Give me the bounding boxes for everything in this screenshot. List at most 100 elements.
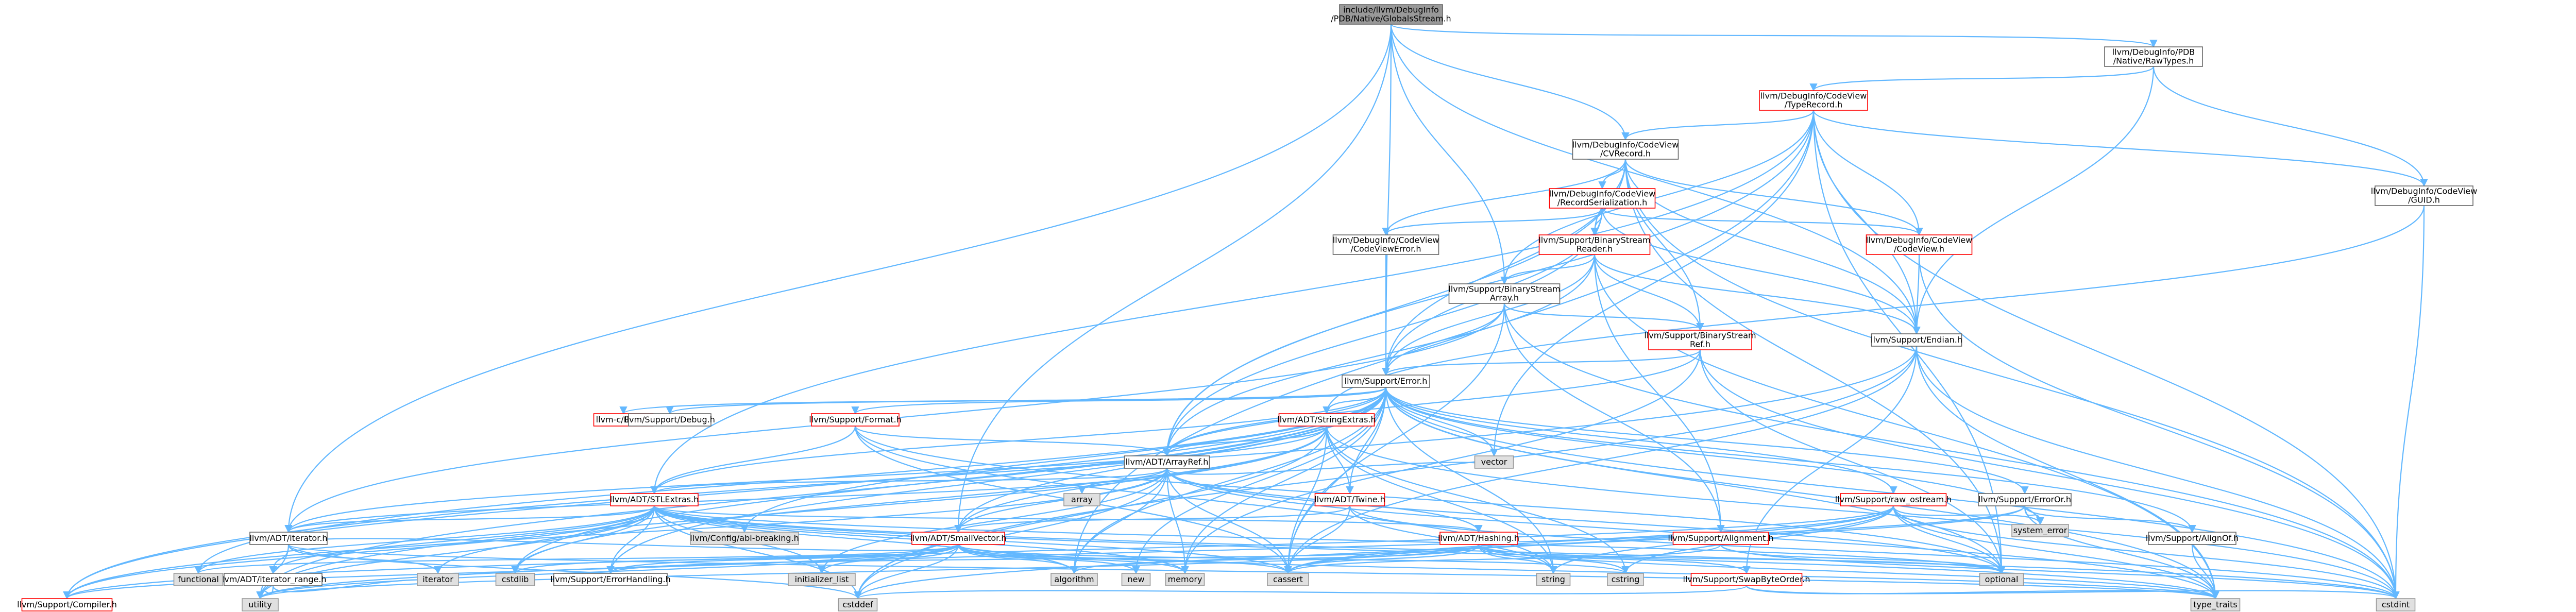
node-label-stlextras: llvm/ADT/STLExtras.h bbox=[610, 495, 699, 504]
node-configbreak[interactable]: llvm/Config/abi-breaking.h bbox=[690, 532, 799, 545]
node-box-bsref bbox=[1648, 330, 1752, 350]
node-typetraits[interactable]: type_traits bbox=[2190, 598, 2241, 611]
node-box-utility bbox=[242, 598, 279, 611]
edge-swapbyteorder-to-typetraits bbox=[1745, 585, 2219, 600]
node-format[interactable]: llvm/Support/Format.h bbox=[809, 413, 902, 427]
edge-root-to-cvrecord bbox=[1390, 24, 1630, 141]
node-erroror[interactable]: llvm/Support/ErrorOr.h bbox=[1978, 493, 2072, 506]
node-array[interactable]: array bbox=[1063, 493, 1100, 506]
node-hashing[interactable]: llvm/ADT/Hashing.h bbox=[1438, 532, 1519, 545]
node-itstd[interactable]: iterator bbox=[417, 573, 459, 586]
node-debug[interactable]: llvm/Support/Debug.h bbox=[624, 413, 715, 427]
node-utility[interactable]: utility bbox=[242, 598, 279, 611]
edge-bsreader-to-endian bbox=[1594, 254, 1921, 335]
node-guid[interactable]: llvm/DebugInfo/CodeView/GUID.h bbox=[2371, 185, 2478, 206]
node-iterrange[interactable]: llvm/ADT/iterator_range.h bbox=[219, 573, 327, 586]
node-memory[interactable]: memory bbox=[1165, 573, 1205, 586]
node-label-cassert: cassert bbox=[1273, 574, 1303, 584]
node-label-hashing: llvm/ADT/Hashing.h bbox=[1438, 533, 1519, 543]
edge-root-to-pdbrawtypes bbox=[1390, 24, 2158, 48]
edge-format-to-arrayref bbox=[854, 426, 1171, 457]
node-optional[interactable]: optional bbox=[1979, 573, 2024, 586]
edge-bsref-to-optional bbox=[1699, 349, 2006, 574]
node-rawostream[interactable]: llvm/Support/raw_ostream.h bbox=[1835, 493, 1952, 506]
node-initlist[interactable]: initializer_list bbox=[788, 573, 856, 586]
edge-root-to-iterator bbox=[284, 24, 1392, 533]
edge-error-to-rawostream bbox=[1385, 387, 1897, 495]
node-label-format: llvm/Support/Format.h bbox=[809, 415, 902, 424]
node-functional[interactable]: functional bbox=[173, 573, 224, 586]
edge-arrayref-to-cstddef bbox=[854, 468, 1168, 600]
node-systemerror[interactable]: system_error bbox=[2011, 524, 2069, 537]
node-errhandling[interactable]: llvm/Support/ErrorHandling.h bbox=[550, 573, 671, 586]
node-label-bsarray: Array.h bbox=[1490, 293, 1519, 303]
node-label-swapbyteorder: llvm/Support/SwapByteOrder.h bbox=[1683, 574, 1810, 584]
node-recser[interactable]: llvm/DebugInfo/CodeView/RecordSerializat… bbox=[1549, 188, 1656, 209]
node-label-alignof: llvm/Support/AlignOf.h bbox=[2146, 533, 2239, 543]
node-label-recser: /RecordSerialization.h bbox=[1557, 198, 1647, 208]
node-smallvector[interactable]: llvm/ADT/SmallVector.h bbox=[910, 532, 1007, 545]
node-label-pdbrawtypes: llvm/DebugInfo/PDB bbox=[2112, 47, 2195, 57]
node-cvinfo[interactable]: llvm/DebugInfo/CodeView/CodeView.h bbox=[1866, 234, 1973, 255]
node-iterator[interactable]: llvm/ADT/iterator.h bbox=[249, 532, 328, 545]
node-box-cstdint bbox=[2376, 598, 2416, 611]
node-typerecord[interactable]: llvm/DebugInfo/CodeView/TypeRecord.h bbox=[1759, 90, 1868, 111]
node-cverror[interactable]: llvm/DebugInfo/CodeView/CodeViewError.h bbox=[1332, 234, 1439, 255]
node-label-root: include/llvm/DebugInfo bbox=[1343, 5, 1439, 15]
node-root[interactable]: include/llvm/DebugInfo/PDB/Native/Global… bbox=[1331, 4, 1451, 25]
node-compiler[interactable]: llvm/Support/Compiler.h bbox=[17, 598, 117, 611]
edge-pdbrawtypes-to-typerecord bbox=[1809, 66, 2155, 92]
node-vector[interactable]: vector bbox=[1474, 455, 1514, 469]
node-alignment[interactable]: llvm/Support/Alignment.h bbox=[1668, 532, 1774, 545]
node-cstdlib[interactable]: cstdlib bbox=[495, 573, 535, 586]
node-cstring[interactable]: cstring bbox=[1607, 573, 1644, 586]
node-box-functional bbox=[173, 573, 224, 586]
node-label-twine: llvm/ADT/Twine.h bbox=[1314, 495, 1385, 504]
node-pdbrawtypes[interactable]: llvm/DebugInfo/PDB/Native/RawTypes.h bbox=[2104, 46, 2203, 67]
edge-hashing-to-swapbyteorder bbox=[1478, 544, 1751, 574]
edge-bsreader-to-alignment bbox=[1594, 254, 1725, 533]
node-endian[interactable]: llvm/Support/Endian.h bbox=[1871, 333, 1962, 347]
edge-endian-to-cstddef bbox=[854, 346, 1918, 600]
node-cstdint[interactable]: cstdint bbox=[2376, 598, 2416, 611]
edge-stlextras-to-typetraits bbox=[653, 505, 2219, 600]
edge-stlextras-to-compiler bbox=[63, 505, 655, 600]
node-stringextras[interactable]: llvm/ADT/StringExtras.h bbox=[1277, 413, 1376, 427]
edge-pdbrawtypes-to-guid bbox=[2153, 66, 2428, 187]
node-twine[interactable]: llvm/ADT/Twine.h bbox=[1314, 493, 1385, 506]
node-cstddef[interactable]: cstddef bbox=[838, 598, 878, 611]
node-arrayref[interactable]: llvm/ADT/ArrayRef.h bbox=[1124, 455, 1210, 469]
node-label-functional: functional bbox=[178, 574, 219, 584]
node-label-typerecord: llvm/DebugInfo/CodeView bbox=[1760, 91, 1867, 101]
edge-stlextras-to-optional bbox=[653, 505, 2006, 574]
edge-iterator-to-utility bbox=[256, 544, 290, 600]
edge-error-to-stlextras bbox=[650, 387, 1387, 495]
edge-bsarray-to-alignment bbox=[1503, 303, 1725, 533]
edge-iterator-to-typetraits bbox=[287, 544, 2219, 600]
node-new[interactable]: new bbox=[1121, 573, 1151, 586]
node-swapbyteorder[interactable]: llvm/Support/SwapByteOrder.h bbox=[1683, 573, 1810, 586]
edge-rawostream-to-systemerror bbox=[1892, 505, 2044, 525]
node-stlextras[interactable]: llvm/ADT/STLExtras.h bbox=[610, 493, 699, 506]
node-cvrecord[interactable]: llvm/DebugInfo/CodeView/CVRecord.h bbox=[1572, 139, 1679, 160]
node-alignof[interactable]: llvm/Support/AlignOf.h bbox=[2146, 532, 2239, 545]
node-box-typerecord bbox=[1759, 90, 1868, 111]
node-error[interactable]: llvm/Support/Error.h bbox=[1342, 375, 1430, 388]
edge-error-to-format bbox=[851, 387, 1387, 415]
node-string[interactable]: string bbox=[1536, 573, 1571, 586]
edge-cvrecord-to-cverror bbox=[1382, 159, 1626, 236]
edge-recser-to-cvinfo bbox=[1601, 208, 1923, 236]
node-label-alignment: llvm/Support/Alignment.h bbox=[1668, 533, 1773, 543]
edge-recser-to-cverror bbox=[1382, 208, 1603, 236]
node-box-guid bbox=[2375, 185, 2473, 206]
node-algorithm[interactable]: algorithm bbox=[1050, 573, 1098, 586]
node-label-memory: memory bbox=[1168, 574, 1202, 584]
node-cassert[interactable]: cassert bbox=[1267, 573, 1309, 586]
edge-arrayref-to-iterator bbox=[284, 468, 1168, 533]
node-box-bsreader bbox=[1538, 234, 1651, 255]
node-box-cstdlib bbox=[495, 573, 535, 586]
node-box-cverror bbox=[1332, 234, 1439, 255]
